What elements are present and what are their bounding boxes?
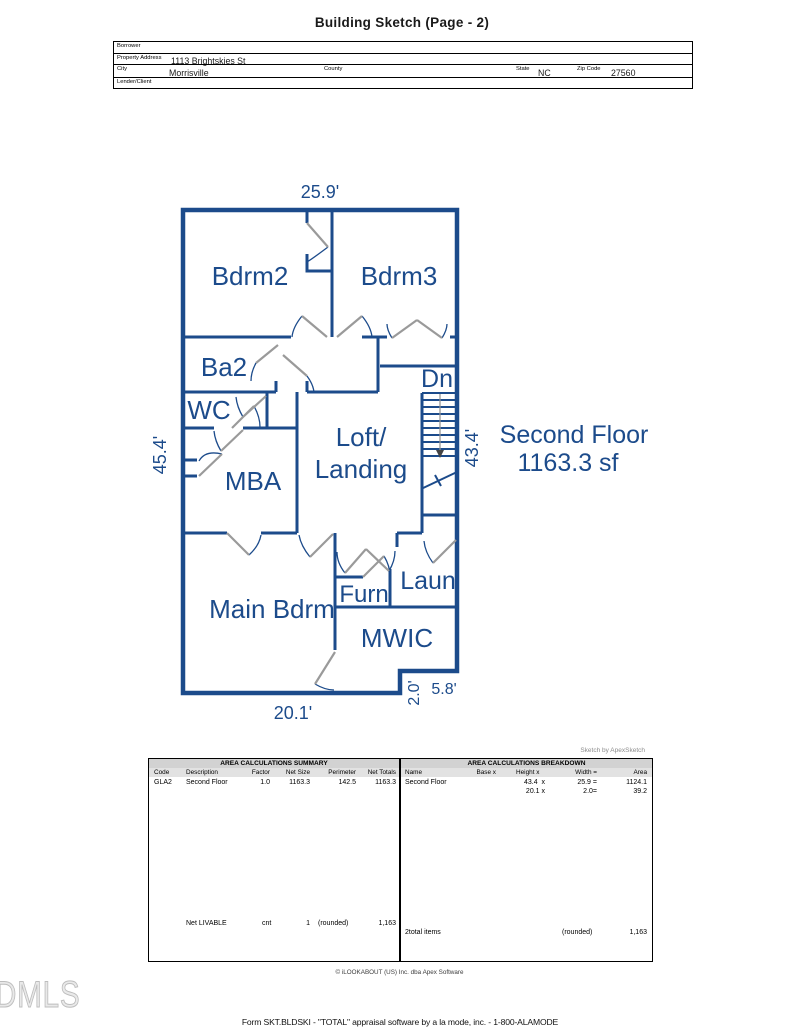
- room-label-mba: MBA: [225, 466, 282, 496]
- room-label-bdrm2: Bdrm2: [212, 261, 289, 291]
- summary-header-band: [149, 768, 399, 777]
- summary-footer-rounded: (rounded): [318, 920, 349, 927]
- floor-plan-sketch: Bdrm2 Bdrm3 Ba2 WC MBA Loft/ Landing Dn …: [150, 182, 649, 723]
- breakdown-col-base: Base x: [476, 769, 496, 776]
- area-calculations-summary-table: AREA CALCULATIONS SUMMARY Code Descripti…: [149, 759, 401, 961]
- dmls-watermark: DMLS: [0, 974, 81, 1016]
- breakdown-footer-items: 2total items: [405, 929, 441, 936]
- door-leaves: [198, 222, 457, 685]
- property-address-value: 1113 Brightskies St: [171, 55, 246, 66]
- door-arcs: [198, 246, 448, 691]
- form-row-city: City Morrisville County State NC Zip Cod…: [114, 64, 692, 78]
- stair-break-line: [420, 471, 458, 490]
- form-row-borrower: Borrower: [114, 42, 692, 53]
- summary-cell-netsize: 1163.3: [289, 779, 310, 786]
- summary-col-netsize: Net Size: [285, 769, 310, 776]
- breakdown-cell-area-1: 1124.1: [626, 779, 647, 786]
- room-label-dn: Dn: [421, 365, 453, 393]
- room-label-bdrm3: Bdrm3: [361, 261, 438, 291]
- room-label-loft: Loft/: [336, 422, 387, 452]
- city-label: City: [117, 66, 127, 72]
- dim-right: 43.4': [462, 429, 482, 467]
- room-label-main-bdrm: Main Bdrm: [209, 594, 335, 624]
- breakdown-footer-total: 1,163: [629, 929, 647, 936]
- summary-cell-factor: 1.0: [260, 779, 270, 786]
- breakdown-header-band: [401, 768, 652, 777]
- form-row-property-address: Property Address 1113 Brightskies St: [114, 53, 692, 66]
- breakdown-footer-rounded: (rounded): [562, 929, 593, 936]
- copyright-line: © iLOOKABOUT (US) Inc. dba Apex Software: [335, 969, 464, 976]
- area-calculations-breakdown-table: AREA CALCULATIONS BREAKDOWN Name Base x …: [401, 759, 652, 961]
- area-calculations-box: AREA CALCULATIONS SUMMARY Code Descripti…: [148, 758, 653, 962]
- summary-col-description: Description: [186, 769, 218, 776]
- breakdown-cell-area-2: 39.2: [633, 788, 647, 795]
- property-address-label: Property Address: [117, 55, 162, 61]
- property-info-form: Borrower Property Address 1113 Brightski…: [113, 41, 693, 89]
- breakdown-cell-width-1: 25.9 =: [577, 779, 597, 786]
- state-label: State: [516, 66, 530, 72]
- dim-top: 25.9': [301, 182, 339, 202]
- breakdown-cell-height-2: 20.1 x: [525, 788, 545, 795]
- county-label: County: [324, 66, 343, 72]
- floor-area-label: 1163.3 sf: [517, 449, 618, 477]
- summary-footer-cnt: cnt: [262, 920, 272, 927]
- zip-label: Zip Code: [577, 66, 601, 72]
- room-label-laun: Laun: [400, 567, 456, 595]
- breakdown-cell-height-1: 43.4 x: [523, 779, 545, 786]
- form-row-lender: Lender/Client: [114, 77, 692, 87]
- summary-cell-perimeter: 142.5: [338, 779, 356, 786]
- form-footer-line: Form SKT.BLDSKI - "TOTAL" appraisal soft…: [241, 1017, 559, 1027]
- breakdown-col-width: Width =: [575, 769, 597, 776]
- summary-col-factor: Factor: [251, 769, 270, 776]
- summary-footer-count: 1: [306, 920, 310, 927]
- state-value: NC: [538, 68, 551, 78]
- breakdown-title: AREA CALCULATIONS BREAKDOWN: [401, 759, 652, 768]
- city-value: Morrisville: [169, 68, 209, 78]
- outer-wall: [180, 207, 460, 696]
- summary-col-code: Code: [154, 769, 170, 776]
- breakdown-col-area: Area: [633, 769, 648, 776]
- room-label-ba2: Ba2: [201, 352, 247, 382]
- breakdown-col-name: Name: [405, 769, 423, 776]
- room-label-landing: Landing: [315, 454, 408, 484]
- breakdown-cell-name: Second Floor: [405, 779, 447, 786]
- floor-label: Second Floor: [500, 421, 649, 449]
- stair-direction-arrow: [436, 450, 444, 458]
- summary-title: AREA CALCULATIONS SUMMARY: [149, 759, 399, 768]
- summary-footer-label: Net LIVABLE: [186, 920, 227, 927]
- summary-footer-total: 1,163: [378, 920, 396, 927]
- summary-col-perimeter: Perimeter: [328, 769, 356, 776]
- breakdown-cell-width-2: 2.0=: [583, 788, 597, 795]
- summary-cell-code: GLA2: [154, 779, 172, 786]
- interior-walls: [183, 210, 457, 650]
- summary-cell-nettotals: 1163.3: [375, 779, 396, 786]
- room-label-furn: Furn: [339, 581, 388, 608]
- dim-notch-width: 5.8': [431, 681, 456, 698]
- room-label-wc: WC: [187, 395, 230, 425]
- summary-col-nettotals: Net Totals: [367, 769, 396, 776]
- borrower-label: Borrower: [117, 43, 141, 49]
- lender-label: Lender/Client: [117, 79, 152, 85]
- dim-left: 45.4': [150, 436, 170, 474]
- zip-value: 27560: [611, 68, 636, 78]
- breakdown-col-height: Height x: [516, 769, 540, 776]
- summary-cell-description: Second Floor: [186, 779, 228, 786]
- page-title: Building Sketch (Page - 2): [314, 15, 490, 30]
- room-label-mwic: MWIC: [361, 623, 433, 653]
- dim-bottom: 20.1': [274, 703, 312, 723]
- dim-notch-height: 2.0': [406, 680, 423, 705]
- sketch-credit: Sketch by ApexSketch: [580, 747, 645, 754]
